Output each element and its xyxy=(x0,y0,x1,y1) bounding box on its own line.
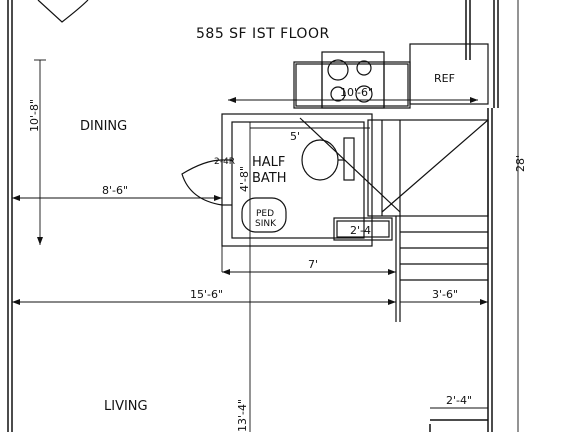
ped-sink-label: PED xyxy=(256,209,274,219)
dim-bath-5: 5' xyxy=(290,130,300,143)
ref-label: REF xyxy=(434,72,455,85)
dimension-arrows xyxy=(12,97,488,305)
dim-stair-3-6: 3'-6" xyxy=(432,288,458,301)
dim-living-13-4: 13'-4" xyxy=(236,399,249,432)
dim-bottom-2-4: 2'-4" xyxy=(446,394,472,407)
dim-seven: 7' xyxy=(308,258,318,271)
dining-label: DINING xyxy=(80,119,127,134)
half-bath-label-2: BATH xyxy=(252,171,287,186)
half-bath-label: HALF xyxy=(252,155,285,170)
floor-title: 585 SF IST FLOOR xyxy=(196,26,330,42)
dim-dining-8-6: 8'-6" xyxy=(102,184,128,197)
stair-area xyxy=(299,117,489,322)
dim-counter-2-4: 2'-4 xyxy=(350,224,371,237)
bath-door-swing xyxy=(181,159,223,206)
ped-sink-label-2: SINK xyxy=(255,219,277,229)
dim-width-15-6: 15'-6" xyxy=(190,288,223,301)
door-2-4r-label: 2-4R xyxy=(214,157,235,167)
refrigerator xyxy=(409,43,489,105)
dimension-lines xyxy=(12,0,519,432)
dim-right: 28' xyxy=(514,155,527,172)
counter-box xyxy=(333,217,393,241)
half-bath-walls xyxy=(221,113,373,247)
ped-sink-shape xyxy=(241,197,287,233)
dim-left: 10'-8" xyxy=(28,99,41,132)
living-label: LIVING xyxy=(104,399,148,414)
dim-bath-4-8: 4'-8" xyxy=(238,166,251,192)
entry-door-swing xyxy=(37,0,89,23)
dim-range: 10'-6" xyxy=(340,86,373,99)
